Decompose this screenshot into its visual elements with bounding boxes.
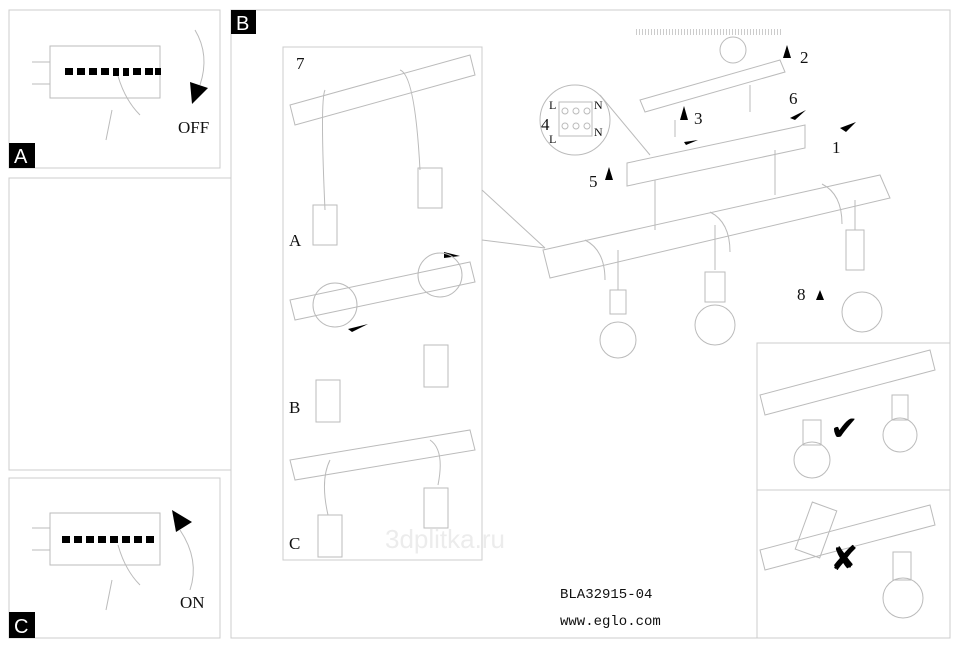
step-3: 3 [694,109,703,128]
panel-b-frame [230,9,951,639]
step-8: 8 [797,285,806,304]
svg-text:A: A [14,146,28,168]
wrong-frame [756,489,951,639]
step-arrows [348,45,856,332]
bulbs [599,200,883,359]
panel-a-label: A [9,143,35,168]
terminal-n-bottom: N [594,125,603,139]
beam [542,174,891,281]
step-5: 5 [589,172,598,191]
correct-illustration [759,349,936,479]
terminal-block-detail [539,84,651,156]
panel-a-frame [8,9,221,169]
terminal-n-top: N [594,98,603,112]
variant-b-label: B [289,398,300,417]
on-label: ON [180,593,205,612]
breaker-on-illustration [32,510,194,611]
blank-frame [8,177,232,471]
wrong-mark: ✘ [830,539,859,579]
step-1: 1 [832,138,841,157]
step-4: 4 [541,115,550,134]
terminal-l-bottom: L [549,132,556,146]
panel-c-label: C [9,612,35,638]
breaker-off-illustration [32,29,208,141]
step-7: 7 [296,54,305,73]
variant-c-label: C [289,534,300,553]
ceiling-bracket [636,29,786,137]
website: www.eglo.com [560,614,661,630]
panel-c-frame [8,477,221,639]
step-6: 6 [789,89,798,108]
model-number: BLA32915-04 [560,587,652,603]
watermark: 3dplitka.ru [385,524,505,554]
wrong-illustration [759,501,936,619]
variants-frame [282,46,483,561]
step-2: 2 [800,48,809,67]
variant-drawings [289,54,546,558]
correct-mark: ✔ [830,409,859,449]
off-label: OFF [178,118,209,137]
svg-text:B: B [236,13,249,35]
terminal-l-top: L [549,98,556,112]
variant-a-label: A [289,231,302,250]
canopy [626,124,806,230]
panel-b-label: B [231,10,256,35]
svg-text:C: C [14,616,28,638]
